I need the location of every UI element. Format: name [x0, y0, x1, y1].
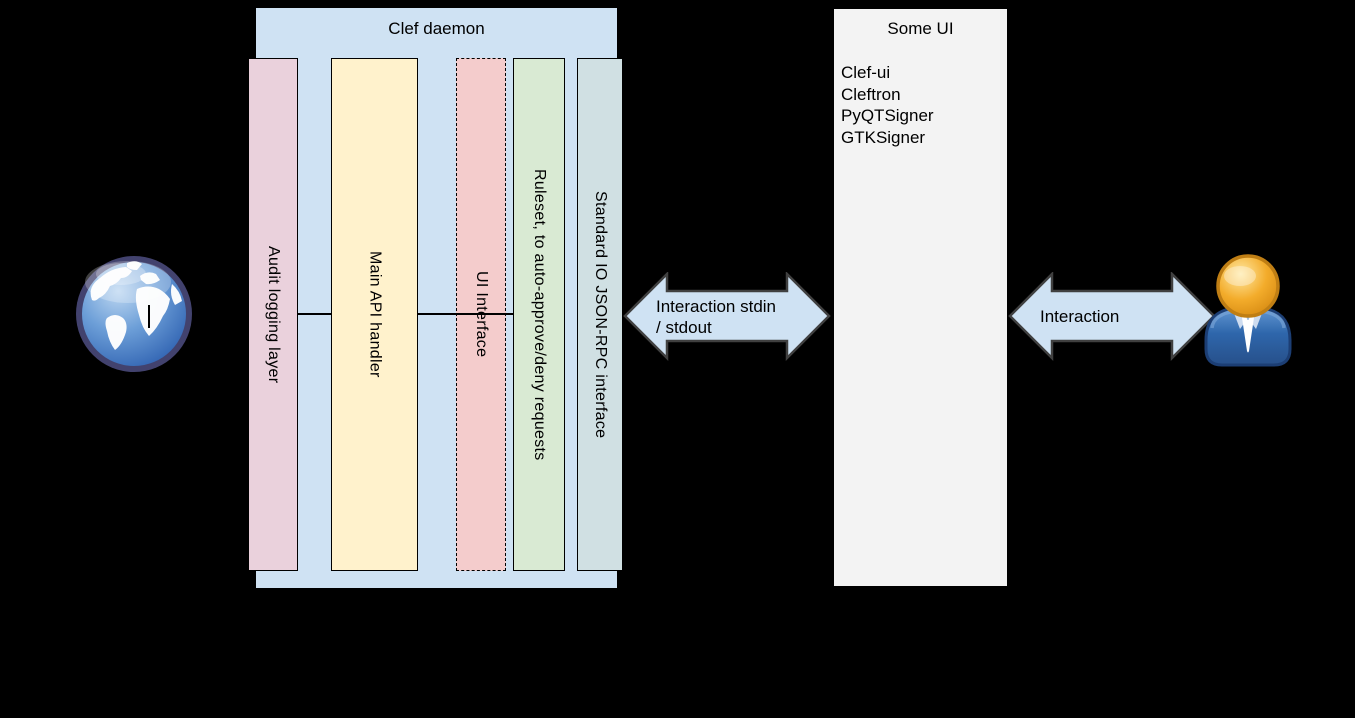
some-ui-item-clef-ui: Clef-ui	[841, 63, 891, 82]
some-ui-item-pyqtsigner: PyQTSigner	[841, 106, 934, 125]
connector-globe-stub	[148, 305, 150, 328]
arrow-daemon-ui-label-line2: / stdout	[656, 318, 712, 337]
some-ui-item-cleftron: Cleftron	[841, 84, 901, 104]
user-head-gloss	[1224, 266, 1256, 286]
user-icon	[1204, 254, 1292, 367]
bar-main-api-handler-label: Main API handler	[366, 251, 384, 378]
bar-audit-logging-layer: Audit logging layer	[248, 58, 298, 571]
clef-daemon-title: Clef daemon	[388, 19, 485, 38]
user-head	[1216, 254, 1280, 318]
arrow-daemon-ui	[623, 272, 831, 362]
some-ui-list: Clef-ui Cleftron PyQTSigner GTKSigner	[841, 62, 934, 148]
connector-audit-to-api	[298, 313, 331, 315]
globe-continents	[90, 261, 182, 350]
globe-gloss	[85, 261, 171, 303]
arrow-ui-user-label: Interaction	[1040, 307, 1120, 326]
some-ui-box	[833, 8, 1008, 587]
some-ui-title: Some UI	[887, 19, 954, 38]
bar-ruleset-label: Ruleset, to auto-approve/deny requests	[531, 168, 548, 461]
globe-gloss-2	[96, 263, 146, 285]
bar-stdio-jsonrpc-interface: Standard IO JSON-RPC interface	[577, 58, 623, 571]
connector-api-to-ruleset	[418, 313, 513, 315]
bar-main-api-handler: Main API handler	[331, 58, 418, 571]
arrow-daemon-ui-label-line1: Interaction stdin	[656, 297, 777, 316]
arrow-daemon-ui-label: Interaction stdin / stdout	[656, 296, 776, 338]
globe-icon	[76, 256, 192, 372]
some-ui-item-gtksigner: GTKSigner	[841, 127, 926, 147]
arrow-daemon-ui-shape	[623, 272, 831, 362]
bar-stdio-jsonrpc-interface-label: Standard IO JSON-RPC interface	[592, 190, 609, 439]
bar-audit-logging-layer-label: Audit logging layer	[265, 245, 282, 384]
user-collar	[1241, 311, 1255, 353]
bar-ruleset: Ruleset, to auto-approve/deny requests	[513, 58, 565, 571]
